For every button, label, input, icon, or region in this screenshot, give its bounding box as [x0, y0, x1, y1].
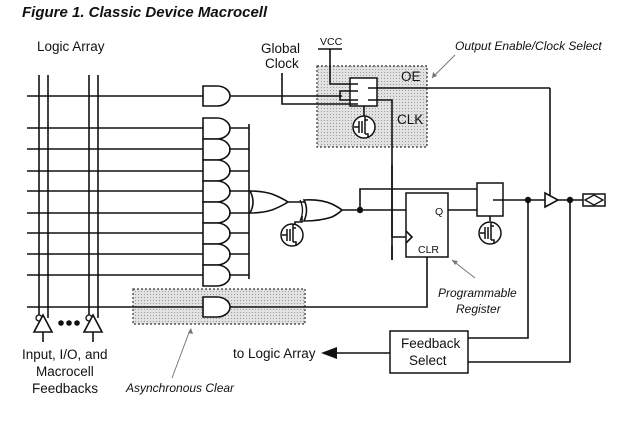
inputs-label-line3: Feedbacks: [32, 381, 98, 396]
inputs-label-line1: Input, I/O, and: [22, 347, 108, 362]
output-buffer: [544, 191, 560, 209]
input-buffer-1: [32, 313, 54, 342]
async-clear-label: Asynchronous Clear: [125, 381, 235, 395]
and-to-or-wires: [229, 124, 250, 279]
oe-and-gate: [202, 85, 231, 107]
figure-title: Figure 1. Classic Device Macrocell: [22, 4, 268, 21]
register-q-label: Q: [435, 206, 443, 218]
clear-and-gate: [202, 296, 231, 318]
xor-eprom-cell-icon: [280, 223, 304, 247]
feedback-select-label-line2: Select: [409, 353, 447, 368]
vcc-label: VCC: [320, 36, 343, 48]
clk-label: CLK: [397, 112, 423, 127]
programmable-register-label-line1: Programmable: [438, 286, 517, 300]
oe-clock-select-label: Output Enable/Clock Select: [455, 39, 602, 53]
xor-gate: [299, 199, 344, 222]
programmable-register-label-line2: Register: [456, 302, 502, 316]
input-vertical-lines: [38, 75, 99, 318]
register-clr-label: CLR: [418, 244, 439, 256]
global-clock-label-line2: Clock: [265, 56, 299, 71]
input-buffer-2: [82, 313, 104, 342]
inputs-label-line2: Macrocell: [36, 364, 94, 379]
arrow-left-icon: [321, 347, 337, 359]
product-term-and-gates: [202, 117, 231, 287]
output-mux-eprom-cell-icon: [478, 221, 502, 245]
global-clock-label-line1: Global: [261, 41, 300, 56]
product-term-lines: [27, 95, 203, 308]
io-pad-icon: [582, 193, 606, 207]
feedback-select-box: [389, 330, 469, 374]
or-gate: [248, 190, 290, 214]
oe-label: OE: [401, 69, 421, 84]
feedback-select-label-line1: Feedback: [401, 336, 461, 351]
logic-array-label: Logic Array: [37, 39, 105, 54]
oe-clk-mux: [349, 77, 378, 107]
to-logic-array-label: to Logic Array: [233, 346, 316, 361]
ellipsis-dots: [58, 320, 80, 326]
oe-clk-eprom-cell-icon: [352, 115, 376, 139]
